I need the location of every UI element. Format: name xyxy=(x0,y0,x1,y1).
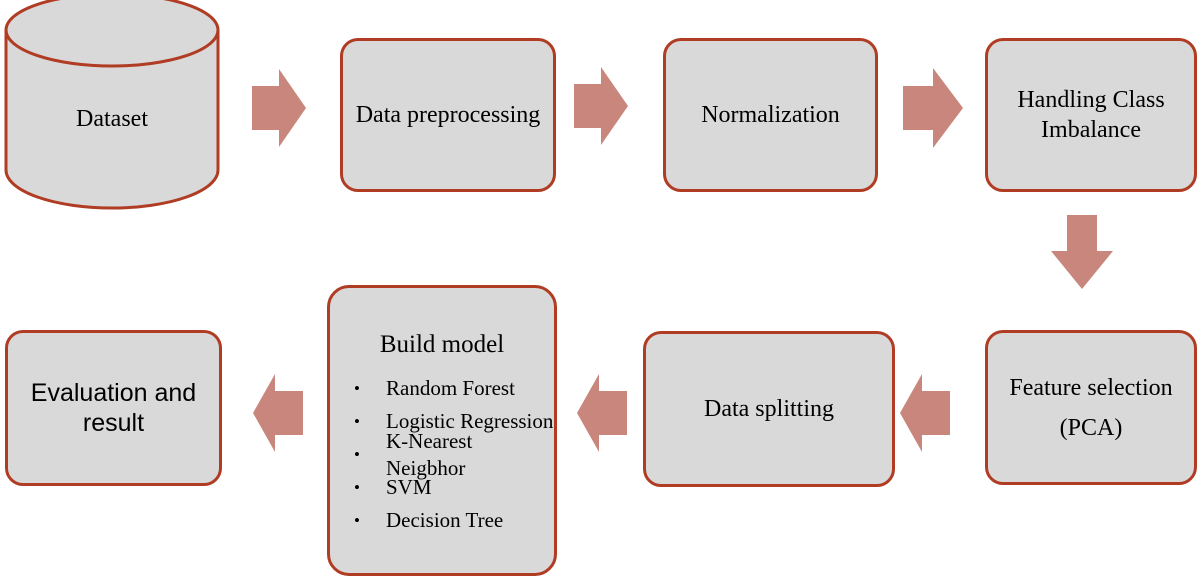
arrow-imbalance-to-feature-selection xyxy=(1051,215,1113,289)
block-arrow-left-icon xyxy=(253,374,303,452)
node-build-model: Build model • Random Forest • Logistic R… xyxy=(327,285,557,576)
arrow-preprocessing-to-normalization xyxy=(574,67,628,145)
list-item-label: Decision Tree xyxy=(386,508,504,533)
block-arrow-right-icon xyxy=(903,68,963,148)
data-preprocessing-label: Data preprocessing xyxy=(355,102,541,128)
node-evaluation-result: Evaluation and result xyxy=(5,330,222,486)
feature-selection-label: Feature selection xyxy=(1009,374,1173,401)
arrow-normalization-to-imbalance xyxy=(903,68,963,148)
evaluation-result-label: Evaluation and result xyxy=(30,379,197,437)
node-data-splitting: Data splitting xyxy=(643,331,895,487)
list-item-label: Logistic Regression xyxy=(386,409,554,434)
block-arrow-left-icon xyxy=(900,374,950,452)
arrow-dataset-to-preprocessing xyxy=(252,69,306,147)
arrow-build-model-to-evaluation xyxy=(253,374,303,452)
block-arrow-left-icon xyxy=(577,374,627,452)
bullet-icon: • xyxy=(354,444,360,464)
normalization-label: Normalization xyxy=(701,102,840,128)
list-item: • Decision Tree xyxy=(330,504,554,537)
data-splitting-label: Data splitting xyxy=(704,396,834,422)
block-arrow-down-icon xyxy=(1051,215,1113,289)
node-feature-selection: Feature selection (PCA) xyxy=(985,330,1197,485)
database-cylinder-icon xyxy=(4,0,220,210)
build-model-list: • Random Forest • Logistic Regression • … xyxy=(330,372,554,537)
dataset-label: Dataset xyxy=(76,106,148,132)
list-item: • Random Forest xyxy=(330,372,554,405)
bullet-icon: • xyxy=(354,510,360,530)
arrow-feature-selection-to-splitting xyxy=(900,374,950,452)
block-arrow-right-icon xyxy=(574,67,628,145)
list-item: • SVM xyxy=(330,471,554,504)
node-handling-class-imbalance: Handling Class Imbalance xyxy=(985,38,1197,192)
bullet-icon: • xyxy=(354,378,360,398)
bullet-icon: • xyxy=(354,411,360,431)
handling-class-imbalance-label: Handling Class Imbalance xyxy=(1017,87,1165,143)
node-normalization: Normalization xyxy=(663,38,878,192)
block-arrow-right-icon xyxy=(252,69,306,147)
build-model-title: Build model xyxy=(379,331,505,358)
arrow-splitting-to-build-model xyxy=(577,374,627,452)
list-item-label: K-Nearest Neigbhor xyxy=(386,429,473,480)
feature-selection-sublabel: (PCA) xyxy=(1059,414,1123,441)
list-item-label: SVM xyxy=(386,475,432,500)
bullet-icon: • xyxy=(354,477,360,497)
list-item: • K-Nearest Neigbhor xyxy=(330,429,554,479)
node-data-preprocessing: Data preprocessing xyxy=(340,38,556,192)
list-item: • Logistic Regression xyxy=(330,405,554,438)
list-item-label: Random Forest xyxy=(386,376,515,401)
node-dataset: Dataset xyxy=(2,0,222,216)
